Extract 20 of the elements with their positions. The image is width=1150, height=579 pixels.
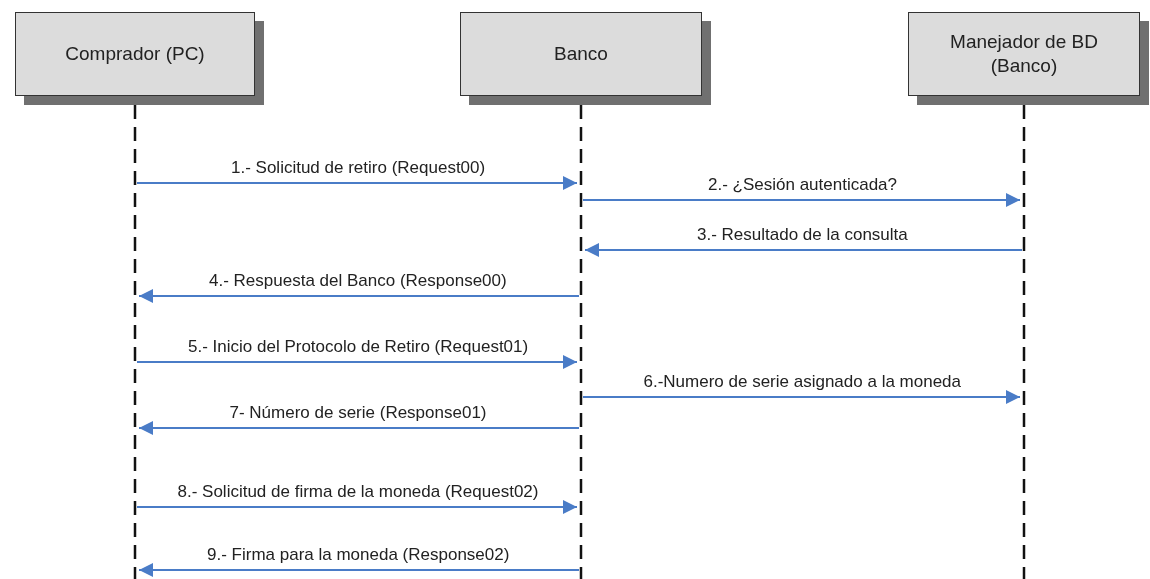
- edge-label: 7- Número de serie (Response01): [227, 403, 489, 423]
- message-arrow: [136, 355, 578, 369]
- message-arrow: [584, 243, 1023, 257]
- message-arrow: [582, 390, 1021, 404]
- edge-label: 5.- Inicio del Protocolo de Retiro (Request01): [186, 337, 531, 357]
- edge-label: 1.- Solicitud de retiro (Request00): [229, 158, 488, 178]
- message-arrow: [138, 289, 580, 303]
- participant-name: Manejador de BD (Banco): [949, 30, 1099, 78]
- edge-label: 8.- Solicitud de firma de la moneda (Request02): [175, 482, 541, 502]
- edge-label: 6.-Numero de serie asignado a la moneda: [641, 372, 964, 392]
- message-arrow: [136, 176, 578, 190]
- participant-name: Banco: [554, 42, 608, 66]
- edge-label: 2.- ¿Sesión autenticada?: [706, 175, 899, 195]
- message-arrow: [138, 563, 580, 577]
- edge-label: 9.- Firma para la moneda (Response02): [205, 545, 512, 565]
- participant-name: Comprador (PC): [65, 42, 205, 66]
- edge-label: 4.- Respuesta del Banco (Response00): [207, 271, 509, 291]
- message-arrow: [138, 421, 580, 435]
- message-arrow: [136, 500, 578, 514]
- message-arrow: [582, 193, 1021, 207]
